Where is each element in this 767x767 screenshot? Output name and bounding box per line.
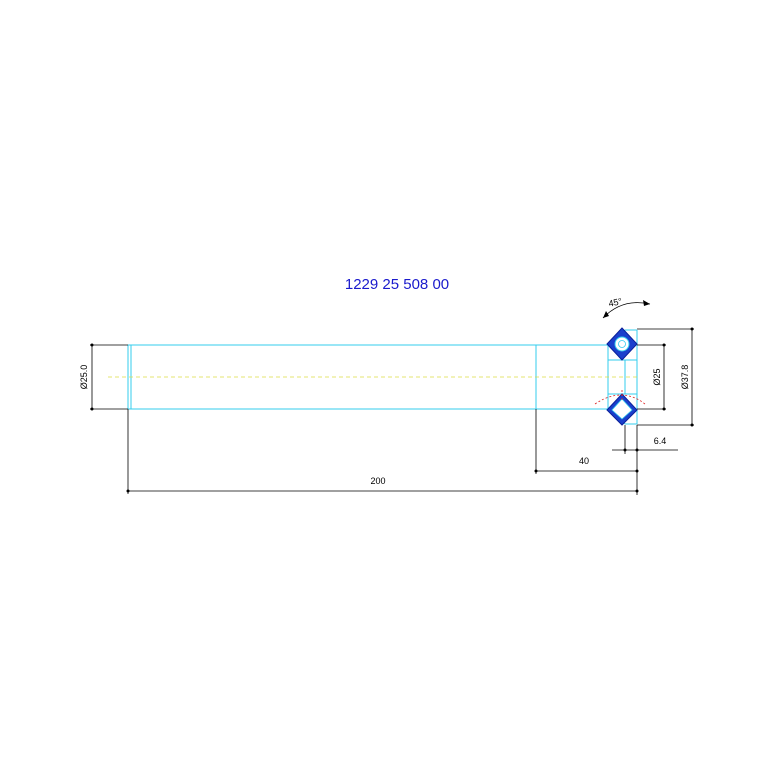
outer-diameter-label: Ø37.8 — [680, 365, 690, 390]
end-length-label: 40 — [579, 456, 589, 466]
width-label: 6.4 — [654, 436, 667, 446]
angle-label: 45° — [608, 296, 624, 309]
outer-diameter-dimension: Ø37.8 — [637, 327, 694, 427]
inner-diameter-label: Ø25 — [652, 368, 662, 385]
bearing-roller-top — [606, 327, 638, 361]
total-length-dimension: 200 — [126, 409, 639, 494]
inner-diameter-dimension: Ø25 — [637, 343, 666, 411]
shaft-diameter-label: Ø25.0 — [79, 365, 89, 390]
total-length-label: 200 — [370, 476, 385, 486]
end-length-dimension: 40 — [534, 409, 639, 474]
shaft-diameter-dimension: Ø25.0 — [79, 343, 128, 411]
bearing-roller-bottom — [594, 390, 646, 426]
width-dimension: 6.4 — [612, 425, 678, 495]
angle-dimension: 45° — [602, 296, 651, 319]
part-number-title: 1229 25 508 00 — [345, 276, 449, 293]
